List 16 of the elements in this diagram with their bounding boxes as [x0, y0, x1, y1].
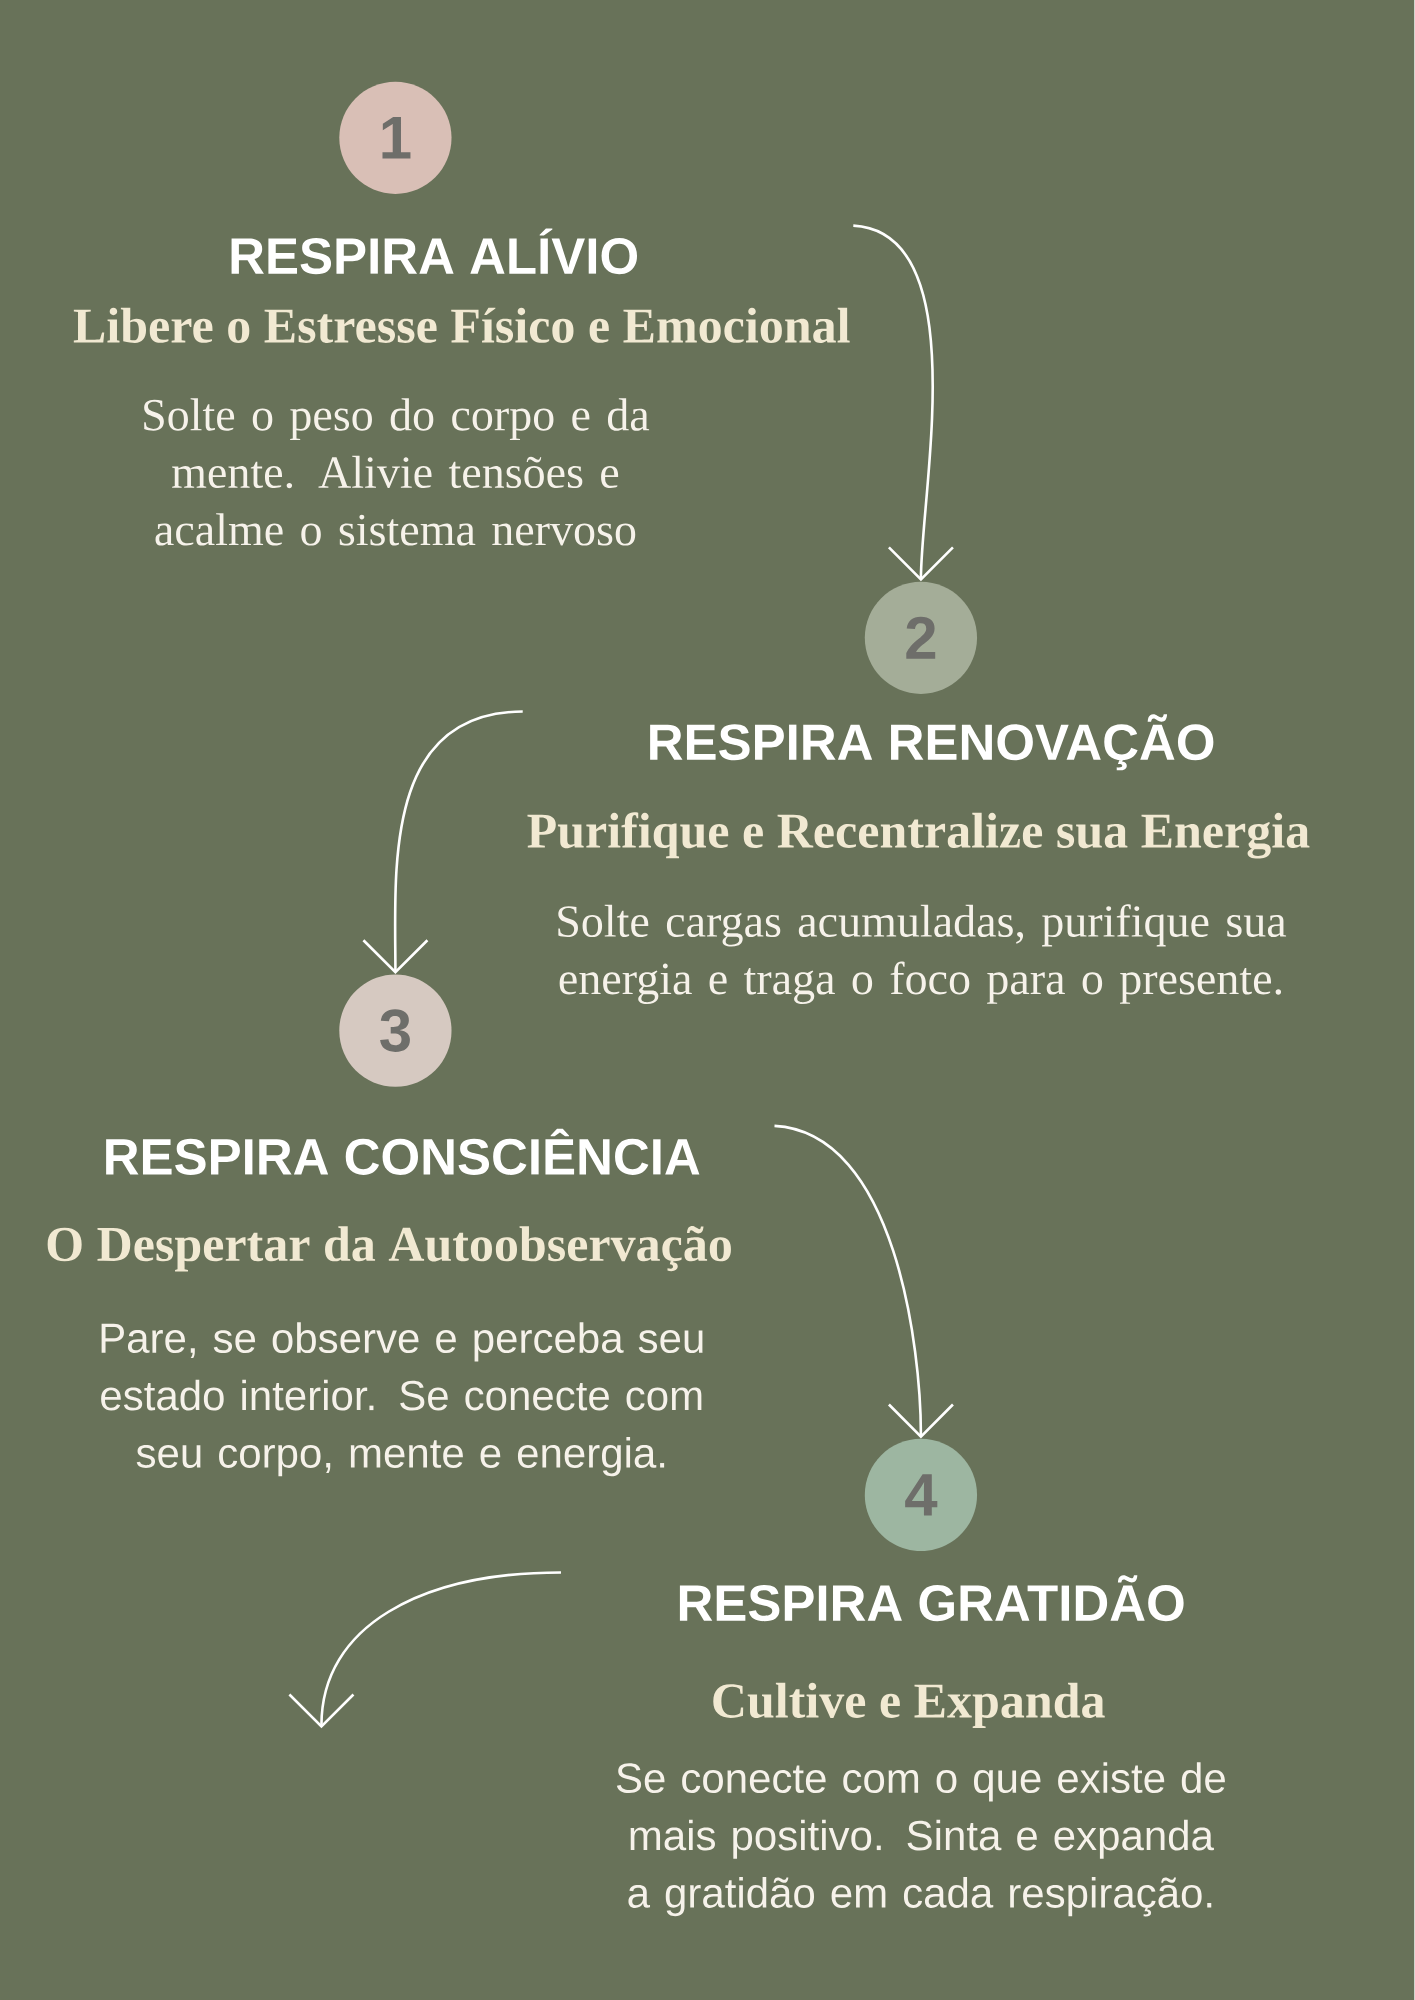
step-title: RESPIRA CONSCIÊNCIA: [106, 1128, 700, 1175]
curved-arrow: [853, 224, 955, 582]
step-description: Pare, se observe e perceba seu estado interior. Se conecte com seu corpo, mente e energia.: [101, 1322, 703, 1477]
curved-arrow: [362, 710, 524, 975]
curved-arrow: [288, 1571, 562, 1729]
curved-arrow: [774, 1124, 955, 1439]
step-title: RESPIRA RENOVAÇÃO: [650, 714, 1214, 771]
step-title: RESPIRA ALÍVIO: [231, 228, 638, 275]
step-subtitle: Cultive e Expanda: [713, 1682, 1105, 1729]
step-subtitle: O Despertar da Autoobservação: [47, 1226, 732, 1272]
step-description: Solte cargas acumuladas, purifique sua energia e traga o foco para o presente.: [558, 904, 1287, 1004]
step-description: Se conecte com o que existe de mais positivo. Sinta e expanda a gratidão em cada respiração.: [617, 1762, 1226, 1917]
step-subtitle: Libere o Estresse Físico e Emocional: [74, 307, 850, 343]
step-title: RESPIRA GRATIDÃO: [680, 1575, 1184, 1622]
step-subtitle: Purifique e Recentralize sua Energia: [527, 812, 1310, 859]
step-description: Solte o peso do corpo e da mente. Alivie tensões e acalme o sistema nervoso: [144, 398, 650, 546]
